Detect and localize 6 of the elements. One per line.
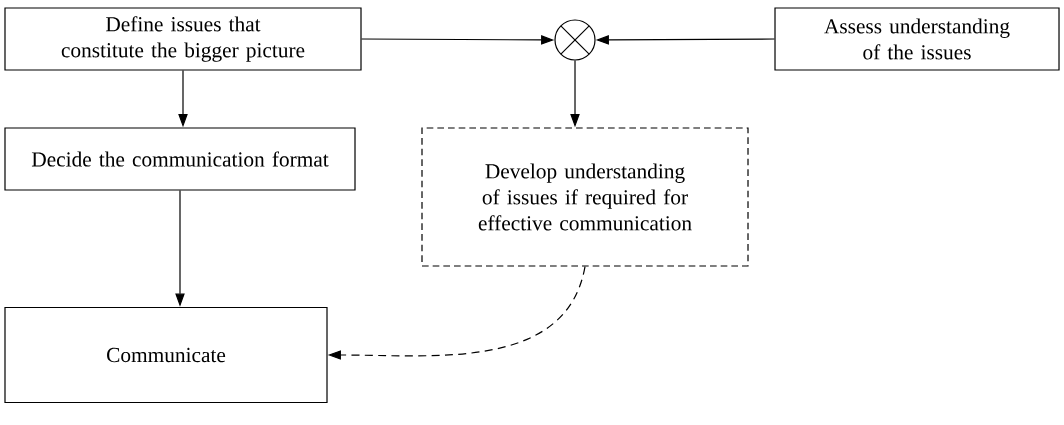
summing-junction [554,19,596,61]
process-box: Decide the communication format [4,127,356,191]
process-box: Develop understanding of issues if required for effective communication [421,127,749,267]
process-box: Define issues that constitute the bigger picture [4,7,362,71]
process-box: Assess understanding of the issues [774,7,1060,71]
process-box: Communicate [4,306,328,404]
